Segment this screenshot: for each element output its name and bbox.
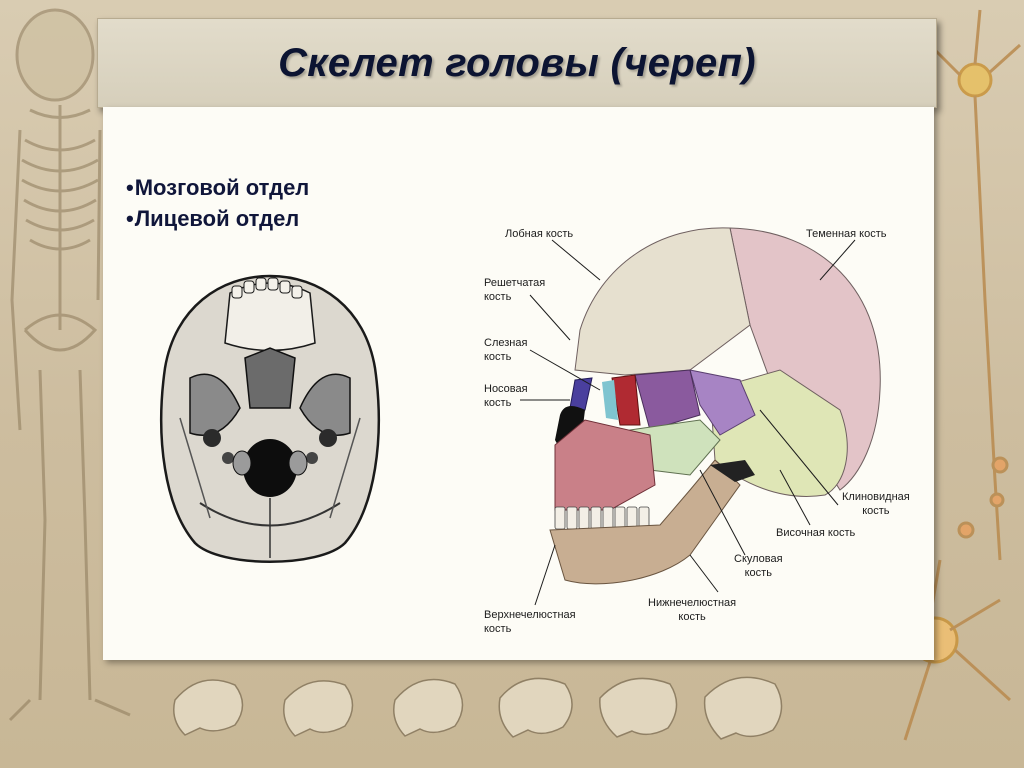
frontal-bone [574, 227, 751, 376]
label-maxilla-line2: кость [484, 623, 512, 635]
label-lacrimal-line2: кость [484, 351, 512, 363]
label-maxilla-bone: Верхнечелюстная кость [484, 608, 576, 636]
label-zygomatic-line2: кость [744, 567, 772, 579]
label-mandible-line1: Нижнечелюстная [648, 597, 737, 609]
label-ethmoid-bone: Решетчатая кость [484, 276, 545, 304]
label-ethmoid-line2: кость [484, 291, 512, 303]
label-lacrimal-line1: Слезная [484, 337, 528, 349]
label-lacrimal-bone: Слезная кость [484, 336, 527, 364]
ethmoid-bone [634, 369, 701, 431]
label-zygomatic-bone: Скуловая кость [734, 552, 783, 580]
skull-base-illustration [160, 274, 380, 563]
nasal-bone [569, 377, 593, 411]
label-frontal-bone: Лобная кость [505, 228, 574, 240]
label-nasal-bone: Носовая кость [484, 382, 528, 410]
bullet-item: Мозговой отдел [126, 172, 310, 203]
label-zygomatic-line1: Скуловая [734, 553, 783, 565]
bullet-list: Мозговой отдел Лицевой отдел [126, 172, 310, 234]
label-nasal-line2: кость [484, 397, 512, 409]
sphenoid-bone [689, 369, 756, 436]
skeleton-illustration [8, 8, 131, 722]
label-mandible-line2: кость [678, 611, 706, 623]
label-sphenoid-line1: Клиновидная [842, 491, 910, 503]
label-temporal-bone: Височная кость [776, 527, 856, 539]
evolution-skulls [173, 676, 783, 740]
label-sphenoid-bone: Клиновидная кость [842, 490, 910, 518]
label-mandible-bone: Нижнечелюстная кость [648, 596, 736, 624]
slide-title: Скелет головы (череп) [278, 40, 756, 85]
maxilla-bone [554, 419, 656, 511]
lacrimal-bone [611, 374, 641, 426]
title-bar: Скелет головы (череп) [97, 18, 937, 108]
bullet-item: Лицевой отдел [126, 203, 309, 234]
skull-lateral-illustration [549, 227, 881, 585]
label-sphenoid-line2: кость [862, 505, 890, 517]
label-parietal-bone: Теменная кость [806, 228, 887, 240]
label-ethmoid-line1: Решетчатая [484, 277, 546, 289]
label-nasal-line1: Носовая [484, 383, 528, 395]
label-maxilla-line1: Верхнечелюстная [484, 609, 576, 621]
